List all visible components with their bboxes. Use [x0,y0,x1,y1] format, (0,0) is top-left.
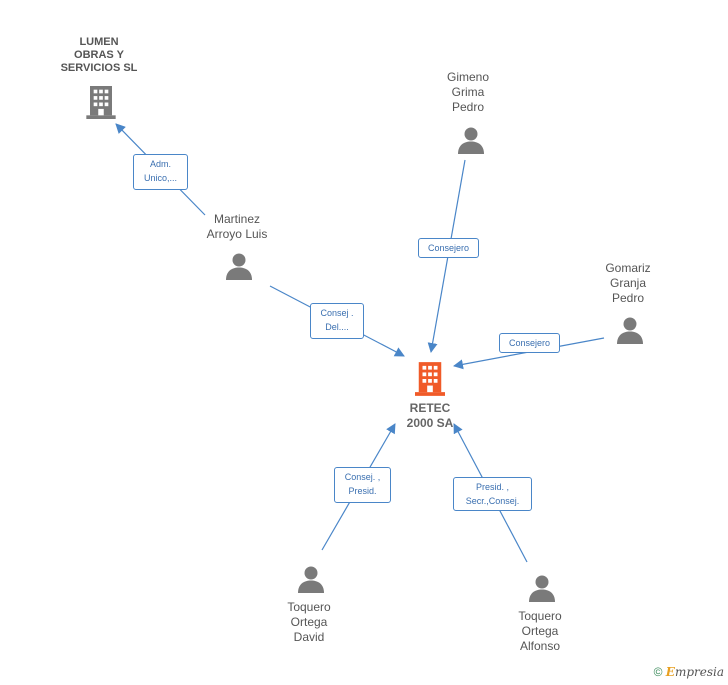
node-label-gimeno[interactable]: Gimeno Grima Pedro [446,70,490,114]
brand-logo-initial: E [665,665,675,679]
edge-label-martinez-retec[interactable]: Consej . Del.... [310,303,364,339]
person-icon[interactable] [298,566,324,594]
node-label-martinez[interactable]: Martinez Arroyo Luis [206,212,268,241]
person-icon[interactable] [226,253,252,281]
node-label-gomariz[interactable]: Gomariz Granja Pedro [605,261,651,305]
footer-brand: © Empresia [654,665,724,679]
edge-label-gimeno-retec[interactable]: Consejero [418,238,479,258]
node-label-lumen[interactable]: LUMEN OBRAS Y SERVICIOS SL [60,36,138,74]
edge-label-david-retec[interactable]: Consej. , Presid. [334,467,391,503]
building-icon[interactable] [415,362,445,396]
copyright-symbol: © [653,665,663,679]
edge-label-gomariz-retec[interactable]: Consejero [499,333,560,353]
person-icon[interactable] [617,317,643,345]
node-label-toquero-david[interactable]: Toquero Ortega David [287,600,331,644]
brand-logo: Empresia [666,665,724,679]
brand-logo-text: mpresia [674,665,724,679]
person-icon[interactable] [529,575,555,603]
edge-label-martinez-lumen[interactable]: Adm. Unico,... [133,154,188,190]
building-icon[interactable] [86,86,116,119]
edge-label-alfonso-retec[interactable]: Presid. , Secr.,Consej. [453,477,532,511]
node-label-toquero-alfonso[interactable]: Toquero Ortega Alfonso [518,609,562,653]
node-label-retec[interactable]: RETEC 2000 SA [406,401,454,430]
person-icon[interactable] [458,127,484,155]
